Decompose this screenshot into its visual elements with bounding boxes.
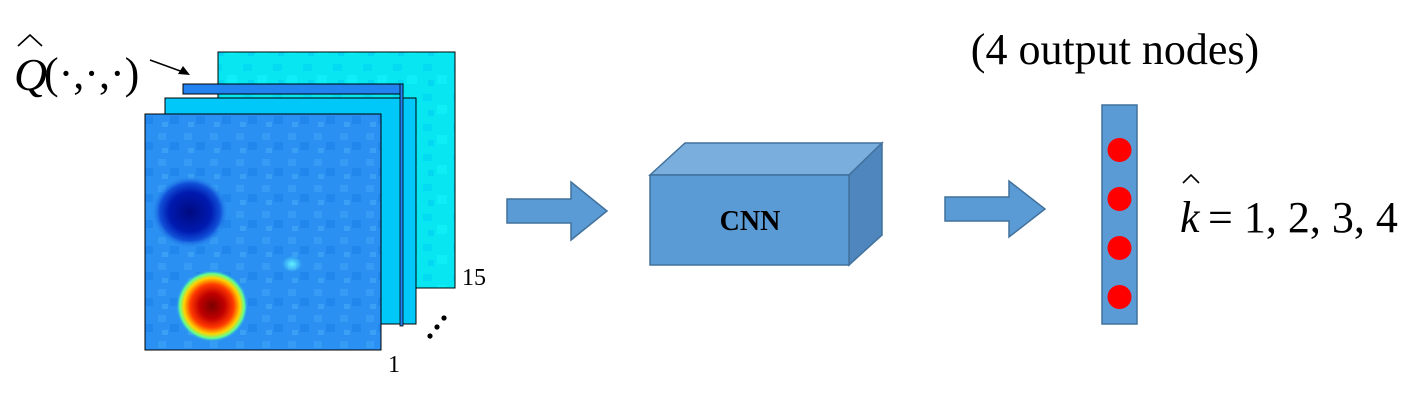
output-title: (4 output nodes) xyxy=(971,25,1259,74)
cnn-block-front xyxy=(649,174,850,266)
flow-arrow-1-icon xyxy=(506,180,609,242)
ellipsis-icon xyxy=(427,315,447,339)
output-label: k = 1, 2, 3, 4 xyxy=(1180,173,1398,242)
input-label: Q (·,·,·) xyxy=(14,33,139,100)
pointer-arrow-icon xyxy=(149,59,190,75)
output-node xyxy=(1107,187,1132,211)
input-label-symbol: Q xyxy=(14,49,47,100)
last-index-label: 15 xyxy=(462,265,486,291)
feature-map-stack: 1 15 xyxy=(144,51,486,378)
hat-icon xyxy=(1182,173,1200,184)
output-label-values: = 1, 2, 3, 4 xyxy=(1208,193,1398,242)
flow-arrow-2-icon xyxy=(944,179,1047,239)
output-node xyxy=(1107,138,1132,162)
feature-map-layer xyxy=(182,83,404,95)
output-node xyxy=(1107,285,1132,309)
feature-map-layer-edge xyxy=(399,83,404,327)
input-label-args: (·,·,·) xyxy=(44,49,139,98)
bright-spot xyxy=(282,256,302,272)
cnn-block: CNN xyxy=(648,141,884,267)
output-layer xyxy=(1101,104,1138,325)
hat-icon xyxy=(17,33,43,47)
hot-region xyxy=(176,270,248,342)
cold-region xyxy=(152,176,228,248)
output-nodes xyxy=(1107,138,1132,309)
cnn-block-top xyxy=(648,142,884,176)
output-node xyxy=(1107,236,1132,260)
cnn-label: CNN xyxy=(720,206,781,237)
output-label-symbol: k xyxy=(1180,193,1201,242)
first-index-label: 1 xyxy=(388,352,400,378)
